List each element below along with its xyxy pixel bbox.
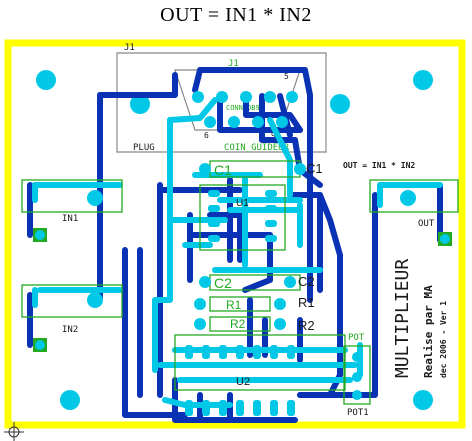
label-u1: U1: [236, 198, 249, 209]
board-outline: [4, 39, 466, 429]
connector-ref-label: J1: [124, 43, 135, 53]
board-title-vertical: MULTIPLIEUR: [392, 259, 413, 378]
label-c1-ref: C1: [306, 161, 323, 176]
label-pot1: POT1: [347, 408, 369, 418]
label-r2-ref: R2: [298, 318, 315, 333]
board-credit-vertical: Realise par MA: [422, 285, 435, 378]
label-c2: C2: [214, 275, 232, 291]
passive-pads: [194, 163, 306, 330]
connector-value-label: CONN_DB9: [226, 104, 260, 112]
connector-ref-top-label: J1: [228, 59, 239, 69]
label-c2-ref: C2: [298, 274, 315, 289]
u2-pads: [185, 345, 295, 416]
label-r1-ref: R1: [298, 295, 315, 310]
label-in2: IN2: [62, 325, 78, 335]
formula-silkscreen: OUT = IN1 * IN2: [343, 161, 415, 170]
origin-crosshair-icon: [4, 422, 24, 441]
pin-9-label: 9: [271, 131, 276, 140]
label-out: OUT: [418, 219, 435, 229]
pin-6-label: 6: [204, 131, 209, 140]
board-date-vertical: dec 2006 - Ver 1: [439, 301, 448, 378]
u1-pads: [208, 190, 277, 242]
connector-pads: [192, 91, 298, 128]
label-c1: C1: [214, 162, 232, 178]
label-r2: R2: [230, 317, 246, 331]
plug-label: PLUG: [133, 143, 155, 153]
component-outlines: [21, 160, 459, 405]
page-title: OUT = IN1 * IN2: [160, 4, 312, 26]
pin-5-label: 5: [284, 72, 289, 81]
connector-footprint-label: COIN_GUIDEUR: [224, 143, 290, 153]
label-in1: IN1: [62, 214, 78, 224]
mounting-holes: [36, 70, 433, 410]
label-u2: U2: [236, 376, 250, 388]
terminal-pads: [33, 190, 452, 400]
label-pot: POT: [348, 333, 365, 343]
label-r1: R1: [226, 298, 242, 312]
